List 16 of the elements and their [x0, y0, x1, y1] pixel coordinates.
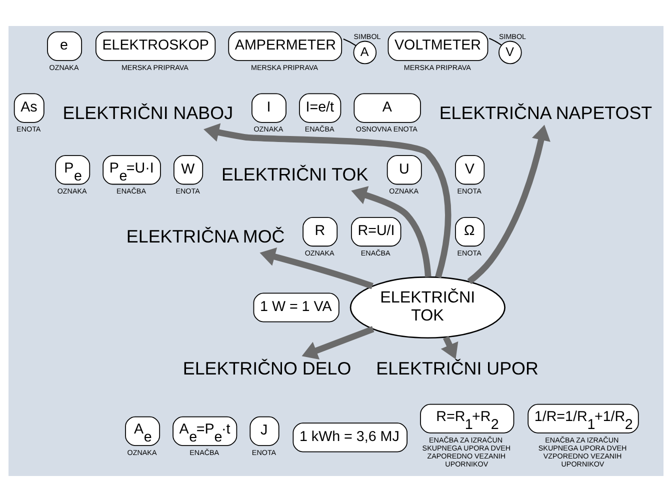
node-text: ELEKTRIČNI NABOJ	[62, 102, 234, 123]
arrow	[467, 124, 550, 284]
node-text: ELEKTRIČNA NAPETOST	[439, 102, 652, 123]
arrow	[260, 248, 374, 290]
arrow	[204, 123, 452, 278]
node-text: ELEKTRIČNI TOK	[221, 164, 368, 185]
arrow	[302, 326, 374, 360]
node-circle: V	[498, 40, 522, 64]
node-circle: A	[353, 40, 377, 64]
node-ellipse: ELEKTRIČNI TOK	[350, 276, 506, 339]
connector	[343, 38, 356, 46]
node-text: ELEKTRIČNI UPOR	[376, 358, 538, 379]
node-text: ELEKTRIČNA MOČ	[126, 226, 285, 247]
arrow	[440, 336, 458, 360]
connector	[488, 38, 502, 46]
node-text: ELEKTRIČNO DELO	[182, 358, 352, 379]
